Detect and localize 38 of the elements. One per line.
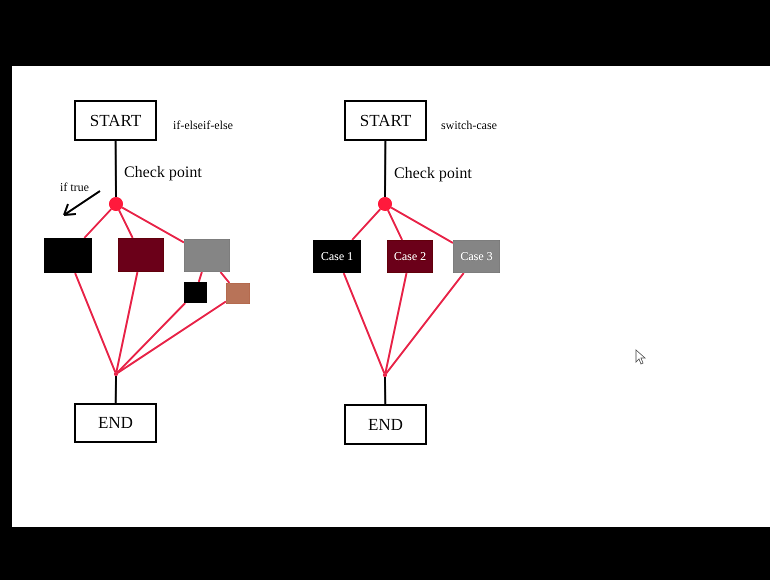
process-box xyxy=(226,283,250,304)
connector-line xyxy=(116,302,186,374)
connector-line xyxy=(351,208,382,241)
process-box xyxy=(184,239,230,272)
connector-line xyxy=(115,272,138,372)
terminal-box: START xyxy=(344,100,427,141)
connector-line xyxy=(384,141,386,197)
node-caption: switch-case xyxy=(441,118,497,133)
process-box xyxy=(184,282,207,303)
terminal-box: END xyxy=(74,403,157,443)
node-caption: if-elseif-else xyxy=(173,118,233,133)
connector-line xyxy=(114,376,117,404)
connector-line xyxy=(84,208,112,239)
annotation-text: if true xyxy=(60,180,89,195)
process-box: Case 1 xyxy=(313,240,361,273)
connector-line xyxy=(390,206,454,244)
connector-line xyxy=(384,376,386,404)
connector-line xyxy=(198,272,203,282)
terminal-box: START xyxy=(74,100,157,141)
connector-line xyxy=(220,271,230,284)
terminal-box: END xyxy=(344,404,427,445)
connector-line xyxy=(74,272,116,373)
checkpoint-label: Check point xyxy=(124,164,202,182)
connector-line xyxy=(342,272,386,374)
checkpoint-label: Check point xyxy=(394,165,472,183)
process-box xyxy=(44,238,92,273)
connector-line xyxy=(114,141,117,197)
junction-dot xyxy=(114,372,118,376)
connector-line xyxy=(387,210,404,240)
process-box: Case 3 xyxy=(453,240,500,273)
junction-dot xyxy=(383,373,387,377)
connector-line xyxy=(117,300,227,374)
process-box xyxy=(118,238,164,272)
process-box: Case 2 xyxy=(387,240,433,273)
connector-line xyxy=(122,206,184,244)
connector-line xyxy=(385,272,465,374)
connector-line xyxy=(384,272,408,374)
connector-line xyxy=(118,210,134,238)
